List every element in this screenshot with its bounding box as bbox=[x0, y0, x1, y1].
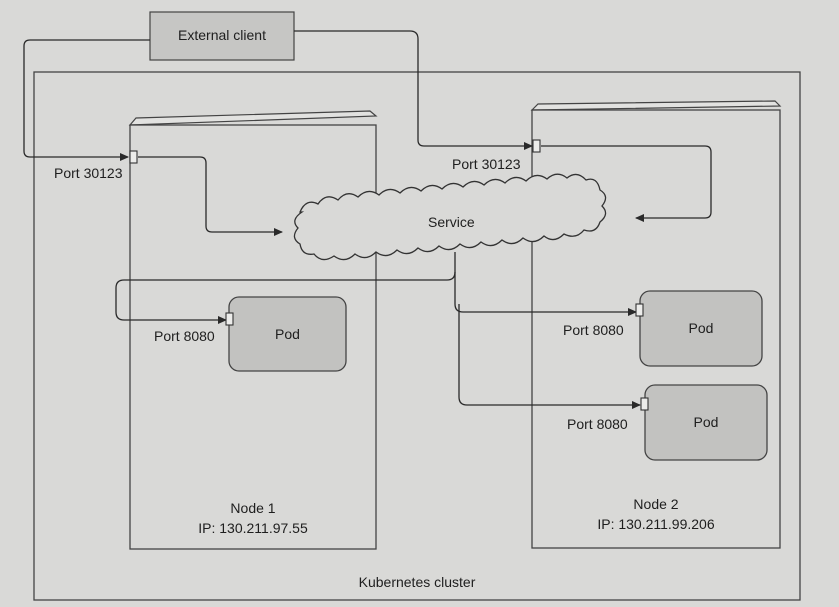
pod-node2-b bbox=[644, 384, 768, 461]
node1-name: Node 1 bbox=[230, 500, 276, 516]
edge-service-to-node1-pod bbox=[115, 252, 456, 324]
external-client-label: External client bbox=[178, 27, 266, 43]
pod-node2-a-port-label: Port 8080 bbox=[563, 322, 624, 338]
edge-service-to-node2-pod-a bbox=[454, 272, 637, 316]
node2-port-handle bbox=[532, 139, 541, 153]
pod-node2-b-port-handle bbox=[640, 397, 649, 411]
node2-port-label: Port 30123 bbox=[452, 156, 521, 172]
cluster-box bbox=[33, 71, 801, 601]
edge-service-to-node2-pod-b bbox=[458, 304, 641, 409]
service-label: Service bbox=[428, 214, 475, 230]
pod-node2-a bbox=[639, 290, 763, 367]
edge-client-to-node1-port bbox=[23, 39, 150, 161]
pod-node2-b-label: Pod bbox=[693, 414, 719, 430]
node-2-box bbox=[530, 100, 782, 549]
node1-ip: IP: 130.211.97.55 bbox=[198, 520, 308, 536]
pod-node1-port-handle bbox=[225, 312, 234, 326]
edge-node1-port-to-service bbox=[138, 156, 283, 236]
external-client-box bbox=[149, 11, 295, 61]
edge-client-to-node2-port bbox=[294, 30, 533, 150]
cluster-label: Kubernetes cluster bbox=[358, 574, 476, 590]
node1-port-label: Port 30123 bbox=[54, 165, 123, 181]
pod-node2-a-port-handle bbox=[635, 303, 644, 317]
pod-node1-label: Pod bbox=[275, 326, 300, 342]
pod-node1 bbox=[228, 296, 347, 372]
node2-ip: IP: 130.211.99.206 bbox=[597, 516, 715, 532]
pod-node1-port-label: Port 8080 bbox=[154, 328, 215, 344]
edge-node2-port-to-service bbox=[541, 145, 712, 222]
node2-name: Node 2 bbox=[633, 496, 679, 512]
node1-port-handle bbox=[129, 150, 138, 164]
pod-node2-b-port-label: Port 8080 bbox=[567, 416, 628, 432]
service-cloud bbox=[293, 173, 607, 261]
pod-node2-a-label: Pod bbox=[688, 320, 714, 336]
node-1-box bbox=[128, 110, 378, 550]
